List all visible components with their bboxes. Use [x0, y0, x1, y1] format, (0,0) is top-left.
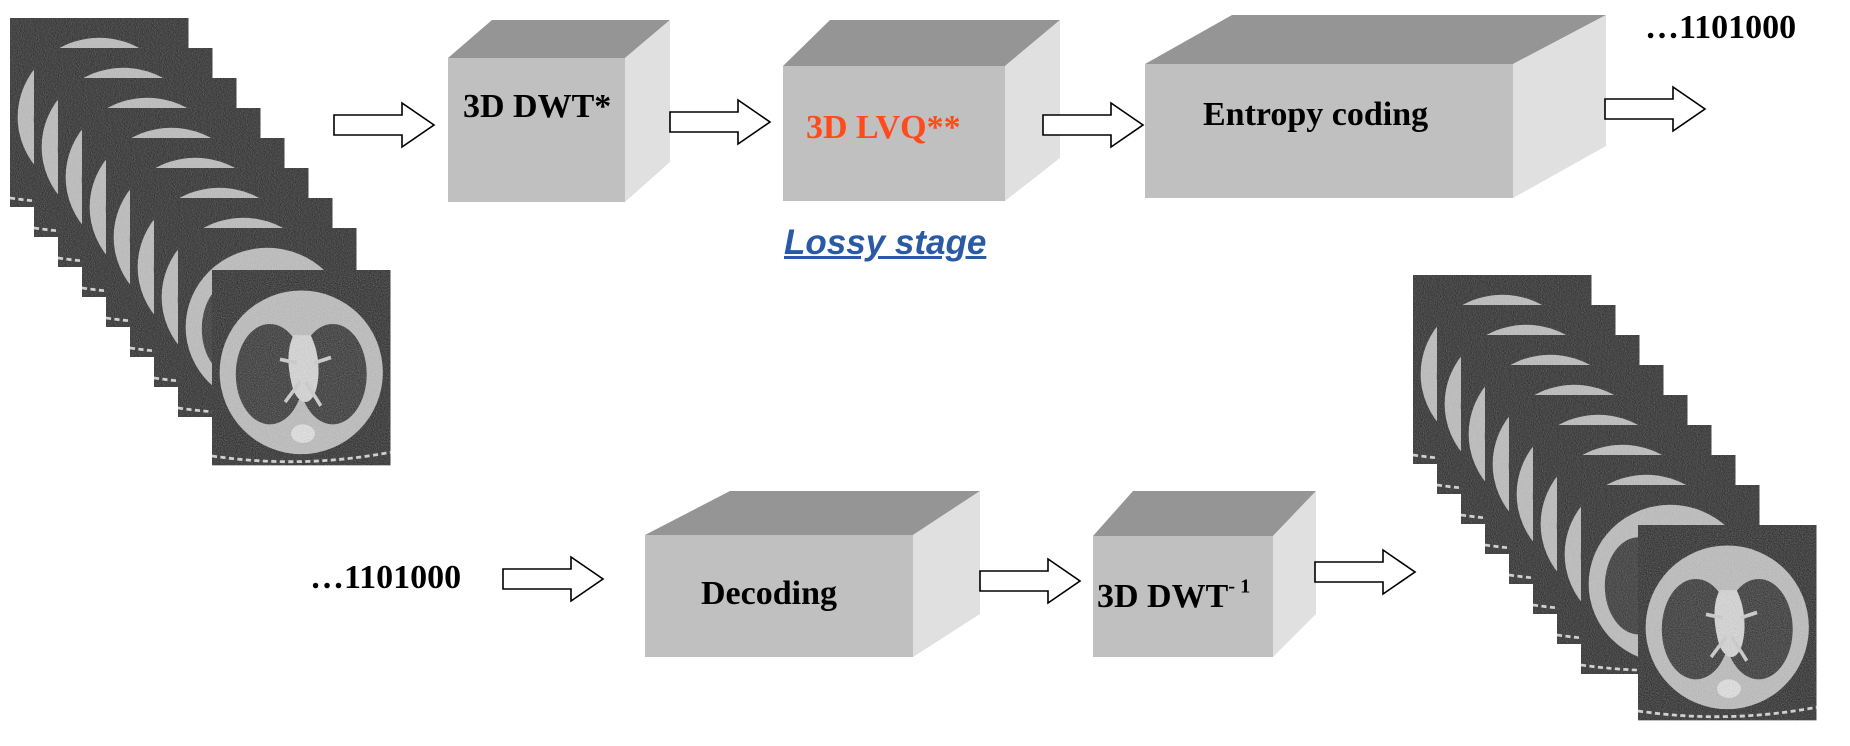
arrow-right-icon — [1314, 549, 1416, 595]
lvq-label: 3D LVQ** — [806, 109, 961, 146]
lossy-stage-note: Lossy stage — [784, 223, 987, 262]
arrow-right-icon — [333, 102, 435, 148]
entropy-coding-label: Entropy coding — [1203, 96, 1429, 133]
decoding-block — [645, 491, 980, 657]
encoded-bitstream: …1101000 — [1645, 9, 1797, 46]
entropy-coding-block — [1145, 15, 1606, 198]
arrow-right-icon — [502, 556, 604, 602]
decoder-input-bitstream: …1101000 — [310, 559, 462, 596]
dwt-block — [448, 20, 670, 202]
arrow-right-icon — [669, 99, 771, 145]
inverse-exponent: - 1 — [1228, 575, 1251, 598]
inverse-dwt-block — [1093, 491, 1316, 657]
decoding-label: Decoding — [701, 575, 837, 612]
arrow-right-icon — [1604, 86, 1706, 132]
lvq-block — [783, 20, 1060, 201]
input-ct-stack-icon — [10, 18, 391, 465]
output-ct-stack-icon — [1413, 275, 1817, 720]
arrow-right-icon — [979, 558, 1081, 604]
dwt-label: 3D DWT* — [463, 88, 612, 125]
inverse-dwt-label: 3D DWT- 1 — [1097, 575, 1251, 615]
